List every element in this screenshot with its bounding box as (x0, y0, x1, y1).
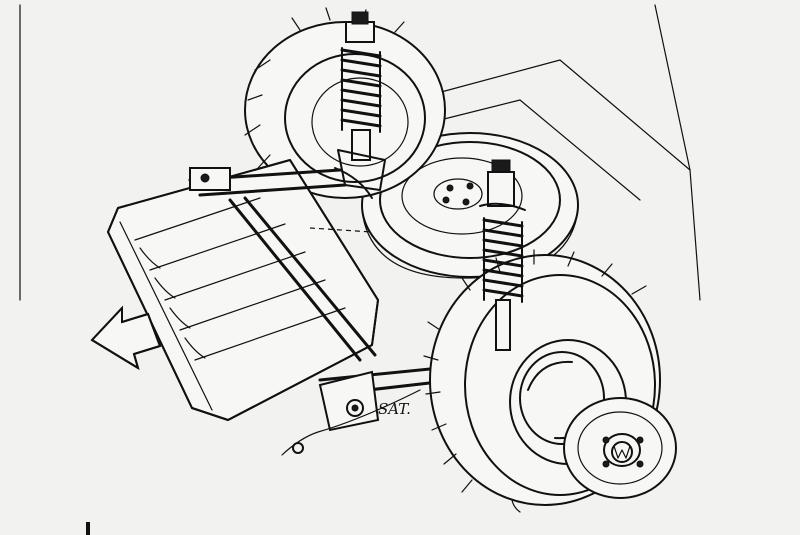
vw-logo-icon (602, 436, 644, 468)
corner-mark (86, 522, 90, 535)
hidden-line (309, 227, 373, 233)
left-coil-spring (337, 11, 386, 191)
right-wheel (423, 249, 677, 506)
artist-signature: SAT. (378, 400, 411, 418)
fuel-tank (106, 158, 380, 422)
direction-arrow-icon (90, 305, 162, 371)
right-coil-spring (479, 159, 526, 351)
